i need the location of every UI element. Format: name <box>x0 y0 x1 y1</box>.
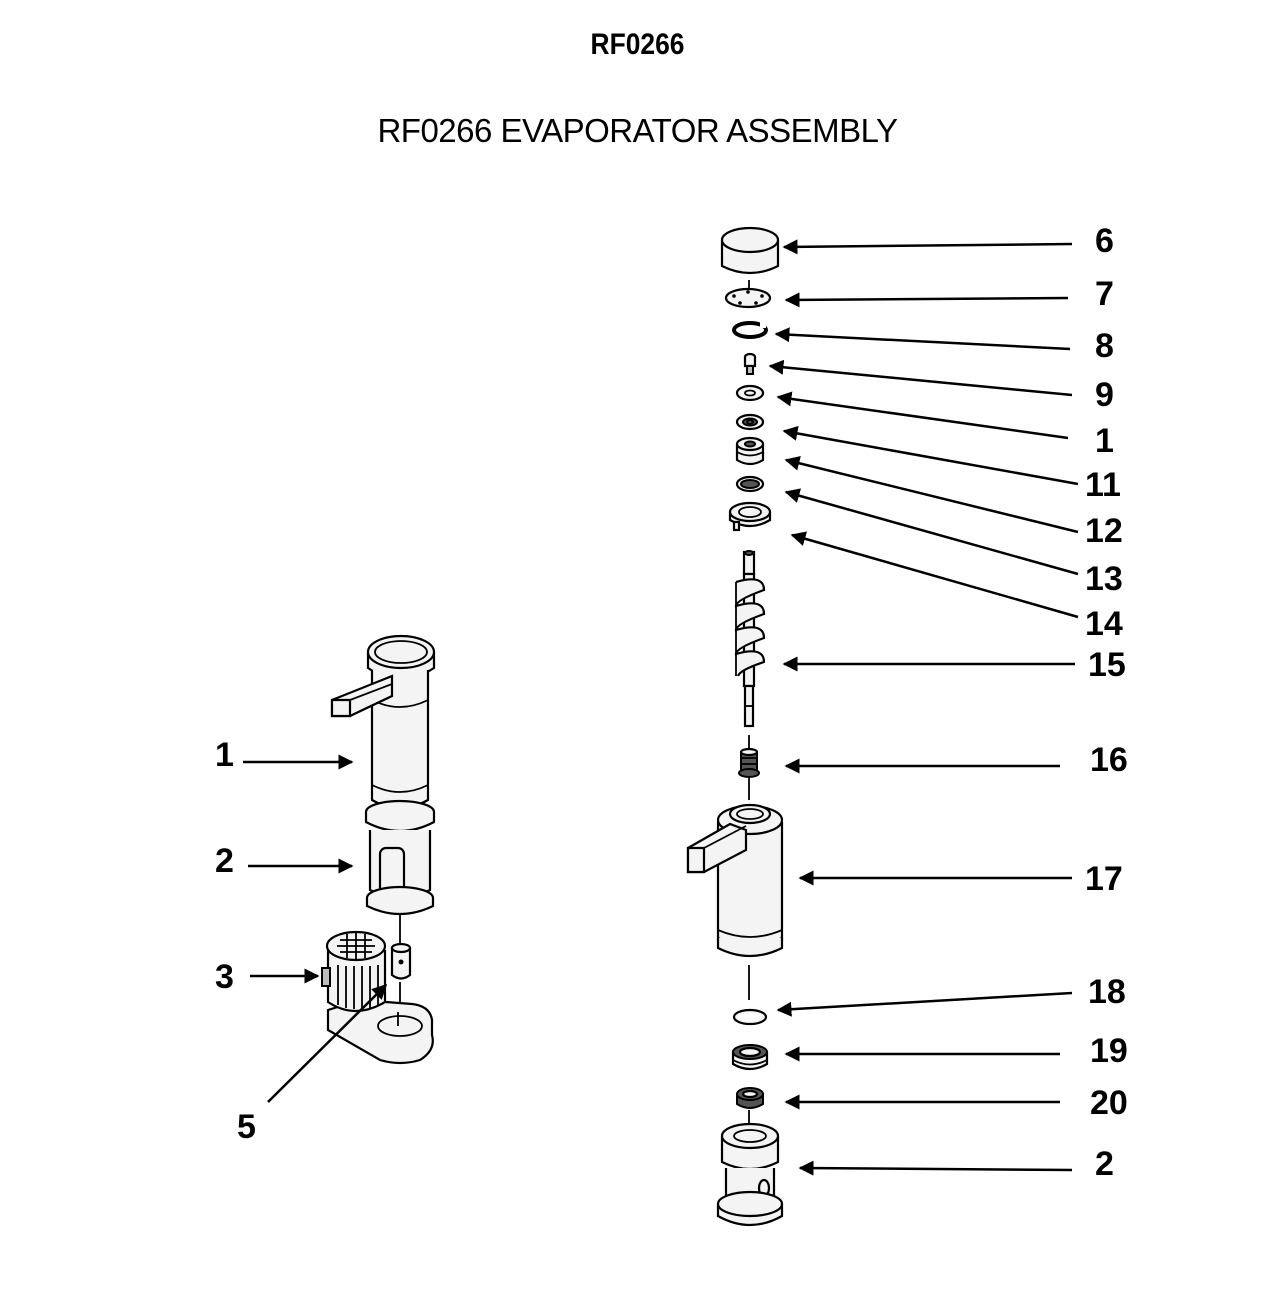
callout-label-left-3: 3 <box>215 958 234 996</box>
part-6-cap <box>720 226 780 275</box>
right-labels: 6 7 8 9 1 11 12 13 14 15 16 17 18 19 20 … <box>1085 222 1128 1183</box>
callout-label-right-9: 9 <box>1095 376 1114 414</box>
part-14-cutter <box>728 501 772 532</box>
callout-label-right-12: 12 <box>1085 512 1123 550</box>
callout-label-left-1: 1 <box>215 736 234 774</box>
callout-label-right-13: 13 <box>1085 560 1123 598</box>
assembled-motor <box>321 930 387 1013</box>
part-12-bushing <box>735 436 765 466</box>
callout-label-right-1: 1 <box>1095 422 1114 460</box>
diagram-subtitle: RF0266 EVAPORATOR ASSEMBLY <box>377 112 898 149</box>
part-9-bolt <box>743 352 757 375</box>
part-11-seal <box>735 413 765 431</box>
callout-label-right-8: 8 <box>1095 327 1114 365</box>
callout-label-right-11: 11 <box>1085 466 1121 504</box>
part-18-o-ring <box>732 1008 768 1026</box>
assembled-evaporator-body <box>370 670 430 810</box>
part-8-snap-ring <box>732 321 768 339</box>
callout-label-left-5: 5 <box>237 1108 256 1146</box>
assembled-flange <box>364 799 436 832</box>
part-2-bearing-housing <box>716 1122 784 1226</box>
page-title: RF0266 <box>590 28 685 61</box>
part-19-bearing <box>731 1044 769 1071</box>
assembled-outlet-chute <box>330 674 394 718</box>
callout-label-right-20: 20 <box>1090 1084 1128 1122</box>
callout-label-right-2: 2 <box>1095 1145 1114 1183</box>
exploded-view <box>686 226 784 1226</box>
part-15-auger <box>734 550 766 728</box>
callout-label-right-6: 6 <box>1095 222 1114 260</box>
assembled-view <box>321 634 436 1065</box>
callout-label-left-2: 2 <box>215 842 234 880</box>
part-20-seal <box>736 1087 764 1109</box>
assembled-bearing-housing <box>365 830 435 916</box>
callout-label-right-15: 15 <box>1088 646 1126 684</box>
part-16-fitting <box>738 747 760 778</box>
assembled-coupling <box>390 942 412 1018</box>
callout-label-right-18: 18 <box>1088 973 1126 1011</box>
callout-label-right-7: 7 <box>1095 275 1114 313</box>
assembled-top-cap <box>366 634 436 680</box>
part-1-washer <box>735 384 765 402</box>
left-labels: 1 2 3 5 <box>215 736 256 1146</box>
callout-label-right-16: 16 <box>1090 741 1128 779</box>
part-13-o-ring <box>735 475 765 493</box>
part-7-gasket <box>724 287 772 309</box>
left-leaders <box>243 754 388 1103</box>
callout-label-right-17: 17 <box>1085 860 1123 898</box>
right-leaders <box>768 239 1079 1176</box>
callout-label-right-19: 19 <box>1090 1032 1128 1070</box>
part-17-evaporator <box>686 803 784 958</box>
callout-label-right-14: 14 <box>1085 605 1123 643</box>
